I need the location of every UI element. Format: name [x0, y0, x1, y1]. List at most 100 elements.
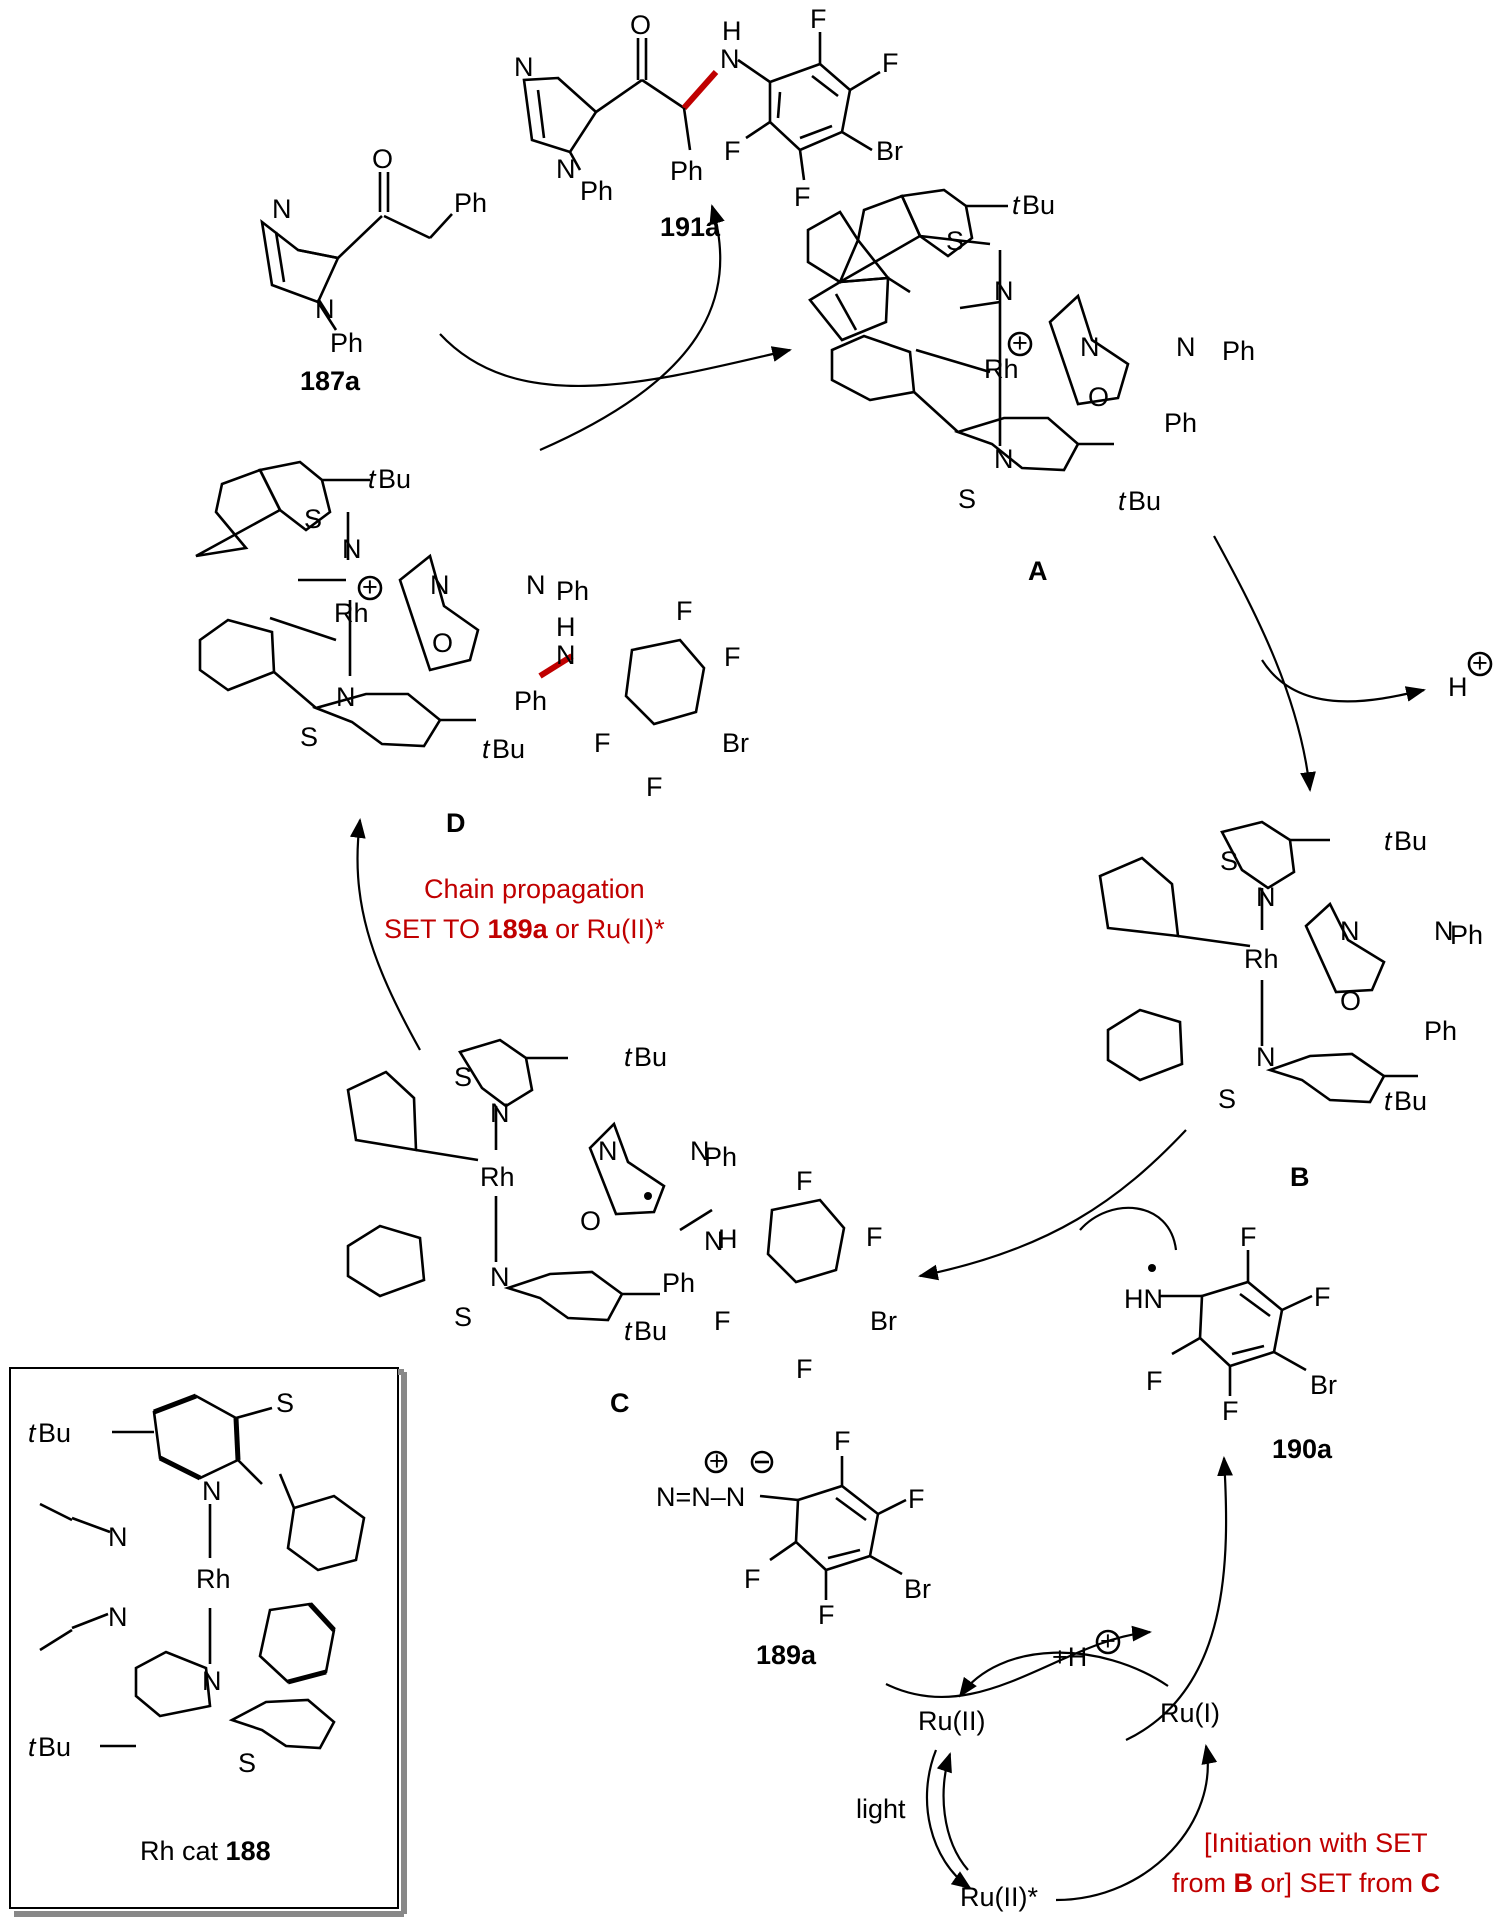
c-tbu-t-bottom: t	[624, 1316, 633, 1346]
chain-propagation-detail: SET TO 189a or Ru(II)*	[384, 914, 665, 944]
d-f4: F	[594, 728, 611, 758]
d-plus-circle	[357, 575, 383, 601]
d-n-imid2: N	[526, 570, 546, 600]
complex-a: S N t Bu + Rh N N Ph O Ph N S t Bu A	[806, 188, 1255, 586]
ru-ii-star: Ru(II)*	[960, 1882, 1039, 1912]
190a-f3: F	[1222, 1396, 1239, 1426]
c-nh-n: N	[704, 1226, 724, 1256]
c-tbu-bottom: Bu	[634, 1316, 667, 1346]
label-d: D	[446, 808, 466, 838]
arrow-189a-to-ru	[885, 1625, 1152, 1699]
arrow-ru2star-to-ru1	[1055, 1744, 1218, 1902]
cat-n-bottom: N	[202, 1666, 222, 1696]
cat-s-top: S	[276, 1388, 294, 1418]
cat-tbu-t-bottom: t	[28, 1732, 37, 1762]
a-s-bottom: S	[958, 484, 976, 514]
191a-f2: F	[882, 48, 899, 78]
c-nh-h: H	[718, 1224, 738, 1254]
h-plus-byproduct: H	[1448, 672, 1468, 702]
c-n-imid: N	[598, 1136, 618, 1166]
191a-n-amine: N	[556, 154, 576, 184]
a-n-imid2: N	[1176, 332, 1196, 362]
arrow-to-190a	[1125, 1456, 1233, 1741]
191a-phenyl: Ph	[670, 156, 703, 186]
d-n-imid: N	[430, 570, 450, 600]
191a-oxygen: O	[630, 10, 651, 40]
187a-n-imine: N	[272, 194, 292, 224]
d-rh: Rh	[334, 598, 369, 628]
c-radical-dot	[644, 1192, 652, 1200]
189a-minus-circle	[750, 1450, 774, 1474]
rh-cat-188-label: Rh cat 188	[140, 1836, 271, 1866]
d-tbu-bottom: Bu	[492, 734, 525, 764]
190a-br: Br	[1310, 1370, 1337, 1400]
a-tbu-bottom: Bu	[1128, 486, 1161, 516]
d-s-bottom: S	[300, 722, 318, 752]
a-rh: Rh	[984, 354, 1019, 384]
plus-h-label: +H	[1052, 1642, 1087, 1672]
label-187a: 187a	[300, 366, 361, 396]
187a-n-amine: N	[315, 294, 335, 324]
c-s-top: S	[454, 1062, 472, 1092]
187a-oxygen: O	[372, 144, 393, 174]
compound-191a: N N O H N Ph Ph F F Br F F 191a	[514, 4, 903, 242]
c-o: O	[580, 1206, 601, 1236]
190a-f4: F	[1146, 1366, 1163, 1396]
d-f2: F	[724, 642, 741, 672]
190a-f1: F	[1240, 1222, 1257, 1252]
compound-187a: N N O Ph Ph 187a	[260, 144, 487, 396]
189a-f4: F	[744, 1564, 761, 1594]
189a-br: Br	[904, 1574, 931, 1604]
label-b: B	[1290, 1162, 1310, 1192]
d-tbu-top: Bu	[378, 464, 411, 494]
c-f2: F	[866, 1222, 883, 1252]
c-ph: Ph	[662, 1268, 695, 1298]
b-ph: Ph	[1424, 1016, 1457, 1046]
label-a: A	[1028, 556, 1048, 586]
ru-i: Ru(I)	[1160, 1698, 1220, 1728]
d-n-top: N	[342, 534, 362, 564]
d-nh-n: N	[556, 640, 576, 670]
189a-azide: N=N–N	[656, 1482, 745, 1512]
label-189a: 189a	[756, 1640, 817, 1670]
complex-d: S N t Bu + Rh N N Ph O H N Ph F F Br F F…	[195, 460, 749, 838]
c-br: Br	[870, 1306, 897, 1336]
plus-h-circle	[1095, 1629, 1121, 1655]
b-rh: Rh	[1244, 944, 1279, 974]
ru-ii: Ru(II)	[918, 1706, 986, 1736]
arrow-h-plus-release	[1261, 659, 1426, 703]
b-tbu-t-top: t	[1384, 826, 1393, 856]
190a-radical-dot	[1148, 1264, 1156, 1272]
c-s-bottom: S	[454, 1302, 472, 1332]
b-n-imid2: N	[1434, 916, 1454, 946]
a-tbu-t-top: t	[1012, 190, 1021, 220]
label-190a: 190a	[1272, 1434, 1333, 1464]
cat-rh: Rh	[196, 1564, 231, 1594]
h-plus-sign: +	[1472, 648, 1488, 678]
d-n-bottom: N	[336, 682, 356, 712]
arrow-ru2-to-ru2star	[925, 1749, 972, 1890]
a-n-top: N	[994, 276, 1014, 306]
cat-n-top: N	[202, 1476, 222, 1506]
d-plus: +	[362, 572, 378, 602]
a-n-imid: N	[1080, 332, 1100, 362]
d-f1: F	[676, 596, 693, 626]
a-plus: +	[1012, 328, 1028, 358]
a-tbu-t-bottom: t	[1118, 486, 1127, 516]
191a-n-phenyl: Ph	[580, 176, 613, 206]
d-o: O	[432, 628, 453, 658]
arrow-ru2star-to-ru2	[936, 1752, 969, 1871]
189a-f1: F	[834, 1426, 851, 1456]
arrow-190a-join	[1079, 1206, 1178, 1251]
arrow-d-to-191a	[539, 204, 725, 452]
c-n-bottom: N	[490, 1262, 510, 1292]
b-tbu-top: Bu	[1394, 826, 1427, 856]
complex-b: S N t Bu Rh N N Ph O Ph N S t Bu B	[1098, 820, 1483, 1192]
b-n-imid: N	[1340, 916, 1360, 946]
191a-f4: F	[724, 136, 741, 166]
rh-cat-188-box: t Bu S N N Rh N N S t Bu Rh cat 188	[9, 1367, 407, 1917]
c-f4: F	[714, 1306, 731, 1336]
191a-br: Br	[876, 136, 903, 166]
arrow-b-to-c	[918, 1129, 1187, 1281]
